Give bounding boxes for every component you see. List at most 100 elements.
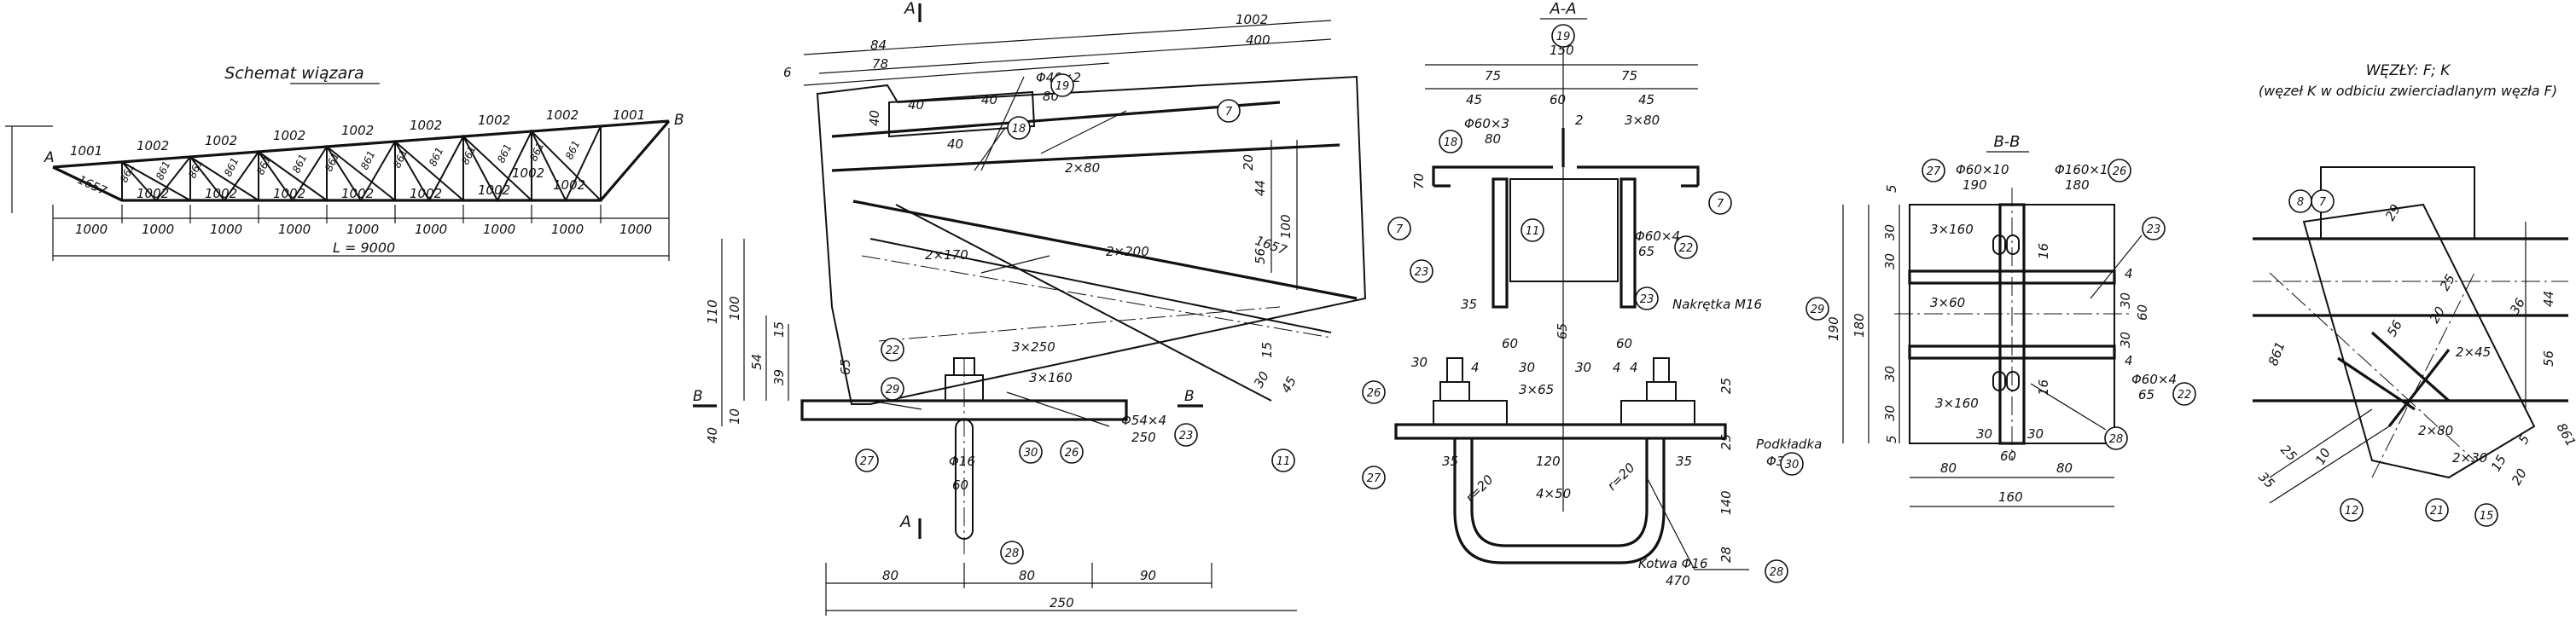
support-dim-right: 30 <box>1251 368 1272 391</box>
bb-label: Φ160×10 <box>2055 162 2116 177</box>
truss-top-label: 1002 <box>137 138 169 153</box>
nodes-label: 5 <box>2515 432 2532 447</box>
bb-label: 3×160 <box>1930 222 1974 237</box>
aa-label: 25 <box>1718 378 1734 394</box>
aa-dim: 45 <box>1466 92 1482 107</box>
part-mark: 19 <box>1055 80 1070 93</box>
truss-diagonal-label: 861 <box>563 139 582 162</box>
section-bb: B-B Φ60×10 190 Φ160×10 180 3×160 3×60 3×… <box>1826 133 2196 507</box>
aa-label: 120 <box>1536 454 1561 469</box>
bb-label: 190 <box>1826 316 1841 341</box>
part-mark: 26 <box>1065 447 1079 460</box>
truss-panel: 1000 <box>278 222 311 237</box>
nodes-label: 35 <box>2255 469 2277 491</box>
support-label: Φ54×4 <box>1121 413 1166 428</box>
truss-diagonal-label: 861 <box>254 154 273 177</box>
aa-label: r=20 <box>1462 472 1496 505</box>
aa-label: 3×80 <box>1625 113 1660 128</box>
aa-label: 4 <box>1630 360 1638 375</box>
support-elevation: A A B B 84 78 1002 400 6 40 40 40 40 <box>693 0 1367 616</box>
nodes-title: WĘZŁY: F; K <box>2366 62 2451 79</box>
nodes-label: 861 <box>2265 339 2288 367</box>
aa-label: Nakrętka M16 <box>1672 297 1762 312</box>
truss-panel: 1000 <box>210 222 242 237</box>
aa-base-plate <box>1394 423 1727 440</box>
aa-dim: 75 <box>1485 68 1501 84</box>
support-label: 3×250 <box>1012 339 1055 355</box>
bb-label: 190 <box>1963 177 1987 193</box>
section-mark: B <box>1184 388 1195 405</box>
aa-web-left <box>1492 177 1509 309</box>
part-mark: 22 <box>1679 242 1694 255</box>
aa-label: 35 <box>1442 454 1458 469</box>
aa-nut-left <box>1439 381 1470 402</box>
aa-label: 3×65 <box>1519 382 1554 397</box>
part-mark: 29 <box>1811 304 1825 316</box>
bb-label: 30 <box>1882 366 1898 382</box>
truss-diagonal-label: 861 <box>358 149 377 172</box>
bb-label: 30 <box>2027 426 2044 442</box>
truss-diagonal-label: 861 <box>391 148 410 171</box>
nodes-purlin <box>2320 166 2475 240</box>
aa-label: 2 <box>1575 113 1584 128</box>
support-dim-left: 10 <box>727 408 742 425</box>
truss-bottom-label: 1002 <box>512 165 544 181</box>
truss-top-label: 1002 <box>478 113 510 128</box>
part-mark: 27 <box>860 455 875 468</box>
aa-dim: 45 <box>1638 92 1654 107</box>
section-mark: A <box>898 512 911 531</box>
truss-top-label: 1002 <box>273 128 305 143</box>
nodes-label: 2×30 <box>2452 450 2487 466</box>
nodes-label: 25 <box>2277 442 2300 464</box>
bb-label: Φ60×10 <box>1956 162 2009 177</box>
bb-label: 4 <box>2125 266 2133 281</box>
part-mark: 11 <box>1526 225 1540 238</box>
support-dim-top: 400 <box>1246 32 1271 48</box>
truss-span: L = 9000 <box>333 240 395 256</box>
part-mark: 22 <box>886 344 900 357</box>
support-dim-left: 40 <box>705 427 720 443</box>
part-mark: 7 <box>2319 196 2327 209</box>
truss-panel: 1000 <box>346 222 379 237</box>
truss-top-label: 1002 <box>410 118 442 133</box>
support-plate-dim: 40 <box>867 110 882 126</box>
aa-label: 65 <box>1638 244 1654 259</box>
part-mark: 18 <box>1012 123 1026 136</box>
nodes-subtitle: (węzeł K w odbiciu zwierciadlanym węzła … <box>2259 83 2557 99</box>
truss-panel: 1000 <box>415 222 447 237</box>
nodes-label: 2×80 <box>2418 423 2453 438</box>
part-mark: 19 <box>1556 31 1571 43</box>
truss-bottom-label: 1002 <box>137 186 169 201</box>
truss-bottom-label: 1002 <box>553 177 585 193</box>
nodes-label: 861 <box>2554 420 2576 449</box>
support-dim-left: 54 <box>749 354 765 370</box>
support-label: 2×170 <box>925 247 968 263</box>
support-dim-top: 84 <box>870 38 887 53</box>
support-dim-right: 44 <box>1253 180 1268 196</box>
truss-bottom-label: 1002 <box>205 186 237 201</box>
section-bb-title: B-B <box>1994 133 2021 151</box>
aa-top-chord-right <box>1577 165 1700 188</box>
part-mark: 28 <box>2109 433 2124 446</box>
bb-label: 16 <box>2036 243 2051 259</box>
truss-bottom-label: 1002 <box>410 186 442 201</box>
part-mark: 27 <box>1367 472 1381 485</box>
bb-label: 30 <box>2118 292 2133 309</box>
aa-anchor-bolt <box>1453 438 1666 564</box>
support-dim-bottom: 90 <box>1140 568 1156 583</box>
support-dim-right: 100 <box>1278 214 1294 239</box>
truss-node-b: B <box>674 112 684 129</box>
nodes-label: 20 <box>2427 304 2448 326</box>
truss-bottom-label: 1002 <box>273 186 305 201</box>
part-mark: 22 <box>2178 389 2192 402</box>
truss-schema: Schemat wiązara A B 1001 1002 1002 1002 … <box>5 64 684 261</box>
support-dim-right: 45 <box>1278 373 1300 396</box>
nodes-fk: WĘZŁY: F; K (węzeł K w odbiciu zwierciad… <box>2253 62 2576 527</box>
support-dim-bottom: 80 <box>1019 568 1035 583</box>
part-mark: 12 <box>2345 505 2359 518</box>
truss-top-label: 1002 <box>546 107 579 123</box>
bb-label: 60 <box>2135 304 2150 321</box>
truss-diagonal-label: 861 <box>323 151 341 174</box>
support-dim-left: 65 <box>838 359 853 375</box>
support-plate-dim: 40 <box>947 136 963 152</box>
